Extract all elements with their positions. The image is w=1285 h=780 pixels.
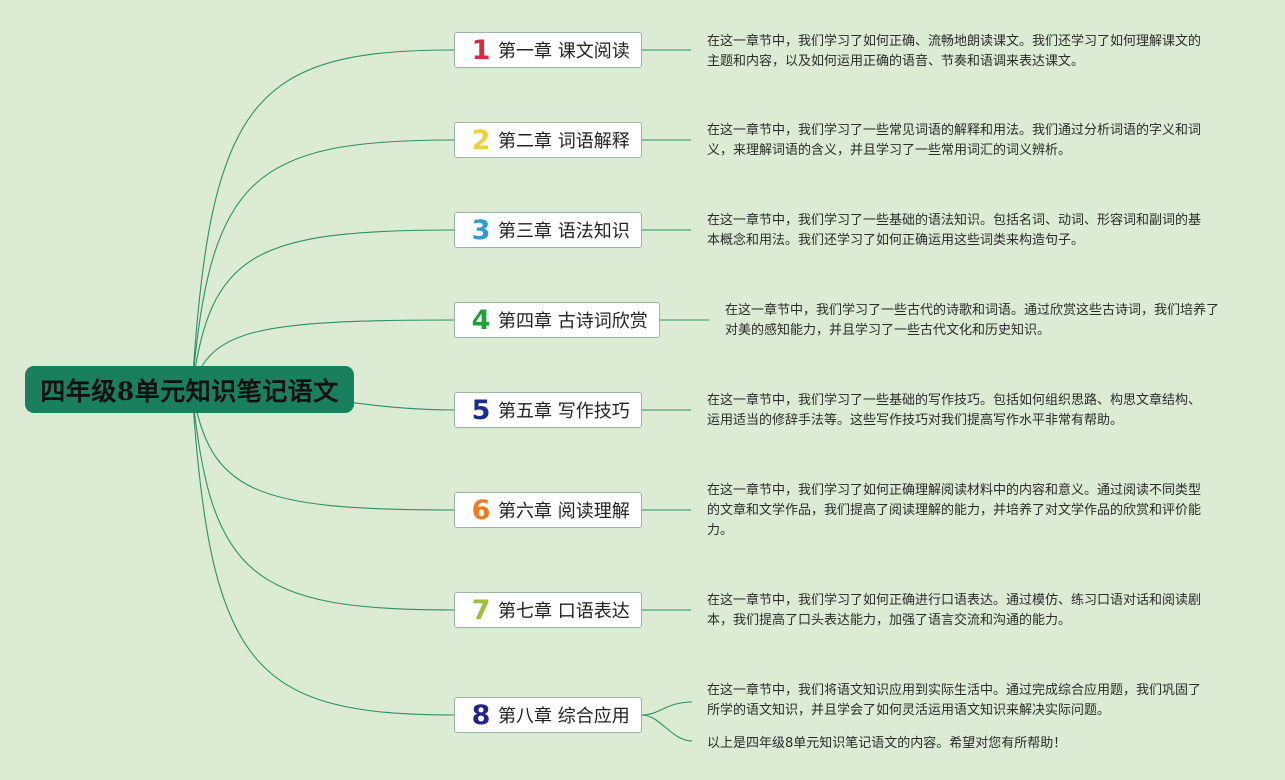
- branch-to-chapter-7: [191, 388, 455, 611]
- chapter-5-number: 5: [471, 394, 491, 426]
- branch-to-chapter-1: [191, 49, 455, 390]
- chapter-5-description: 在这一章节中，我们学习了一些基础的写作技巧。包括如何组织思路、构思文章结构、运用…: [707, 393, 1202, 428]
- branch-to-chapter-2: [191, 139, 455, 390]
- chapter-1-description: 在这一章节中，我们学习了如何正确、流畅地朗读课文。我们还学习了如何理解课文的主题…: [707, 34, 1202, 69]
- chapter-3-description: 在这一章节中，我们学习了一些基础的语法知识。包括名词、动词、形容词和副词的基本概…: [707, 213, 1202, 248]
- chapter-6-label: 第六章 阅读理解: [498, 501, 630, 522]
- chapter-8-label: 第八章 综合应用: [498, 706, 630, 727]
- chapter-4-number: 4: [471, 304, 491, 336]
- chapter-4-node[interactable]: 4 第四章 古诗词欣赏: [454, 302, 660, 338]
- chapter-5-node[interactable]: 5 第五章 写作技巧: [454, 392, 642, 428]
- chapter-8-description: 在这一章节中，我们将语文知识应用到实际生活中。通过完成综合应用题，我们巩固了所学…: [707, 683, 1202, 718]
- chapter-7-label: 第七章 口语表达: [498, 601, 630, 622]
- chapter-2-label: 第二章 词语解释: [498, 131, 630, 152]
- chapter-1-label: 第一章 课文阅读: [498, 41, 630, 62]
- leaf-link-chapter-8-b: [641, 714, 693, 742]
- root-title: 四年级8单元知识笔记语文: [40, 376, 339, 406]
- chapter-2-node[interactable]: 2 第二章 词语解释: [454, 122, 642, 158]
- chapter-1-number: 1: [471, 34, 491, 66]
- chapter-7-number: 7: [471, 594, 491, 626]
- chapter-6-node[interactable]: 6 第六章 阅读理解: [454, 492, 642, 528]
- chapter-1-node[interactable]: 1 第一章 课文阅读: [454, 32, 642, 68]
- root-topic[interactable]: 四年级8单元知识笔记语文: [25, 366, 354, 413]
- branch-to-chapter-8: [191, 388, 455, 716]
- chapter-5-label: 第五章 写作技巧: [498, 401, 630, 422]
- chapter-8-node[interactable]: 8 第八章 综合应用: [454, 697, 642, 733]
- chapter-2-description: 在这一章节中，我们学习了一些常见词语的解释和用法。我们通过分析词语的字义和词义，…: [707, 123, 1202, 158]
- closing-note: 以上是四年级8单元知识笔记语文的内容。希望对您有所帮助！: [707, 736, 1067, 751]
- chapter-4-description: 在这一章节中，我们学习了一些古代的诗歌和词语。通过欣赏这些古诗词，我们培养了对美…: [725, 303, 1220, 338]
- chapter-4-label: 第四章 古诗词欣赏: [498, 311, 648, 332]
- chapter-3-node[interactable]: 3 第三章 语法知识: [454, 212, 642, 248]
- leaf-link-chapter-8-a: [641, 701, 693, 716]
- chapter-2-number: 2: [471, 124, 491, 156]
- chapter-7-node[interactable]: 7 第七章 口语表达: [454, 592, 642, 628]
- branch-to-chapter-6: [191, 388, 455, 511]
- branch-to-chapter-3: [191, 229, 455, 390]
- chapter-7-description: 在这一章节中，我们学习了如何正确进行口语表达。通过模仿、练习口语对话和阅读剧本，…: [707, 593, 1202, 628]
- chapter-6-description: 在这一章节中，我们学习了如何正确理解阅读材料中的内容和意义。通过阅读不同类型的文…: [707, 483, 1202, 538]
- chapter-3-label: 第三章 语法知识: [498, 221, 630, 242]
- chapter-6-number: 6: [471, 494, 491, 526]
- chapter-3-number: 3: [471, 214, 491, 246]
- chapter-8-number: 8: [471, 699, 491, 731]
